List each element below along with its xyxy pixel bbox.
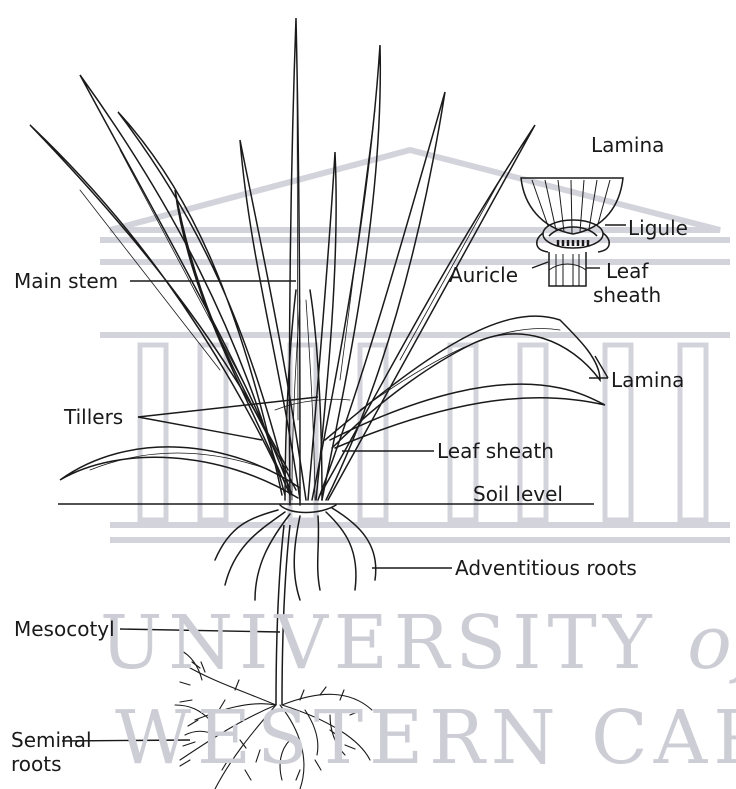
watermark-line-2: WESTERN CAPE: [115, 695, 736, 781]
label-lamina-inset: Lamina: [591, 134, 664, 156]
watermark-building: [100, 150, 730, 540]
label-seminal-roots-2: roots: [11, 753, 62, 775]
label-leaf-sheath-inset-1: Leaf: [606, 260, 648, 282]
label-lamina-right: Lamina: [611, 369, 684, 391]
label-soil-level: Soil level: [473, 483, 563, 505]
label-tillers: Tillers: [64, 406, 123, 428]
label-auricle: Auricle: [449, 264, 518, 286]
label-adventitious-roots: Adventitious roots: [455, 557, 637, 579]
label-leaf-sheath: Leaf sheath: [437, 440, 554, 462]
label-seminal-roots-1: Seminal: [11, 729, 92, 751]
label-main-stem: Main stem: [14, 270, 118, 292]
watermark-of-the: of the: [687, 600, 736, 686]
label-ligule: Ligule: [628, 217, 688, 239]
label-leaf-sheath-inset-2: sheath: [593, 284, 661, 306]
watermark-line-1: UNIVERSITY of the: [100, 600, 736, 686]
watermark-university: UNIVERSITY: [100, 600, 658, 686]
label-mesocotyl: Mesocotyl: [14, 618, 115, 640]
